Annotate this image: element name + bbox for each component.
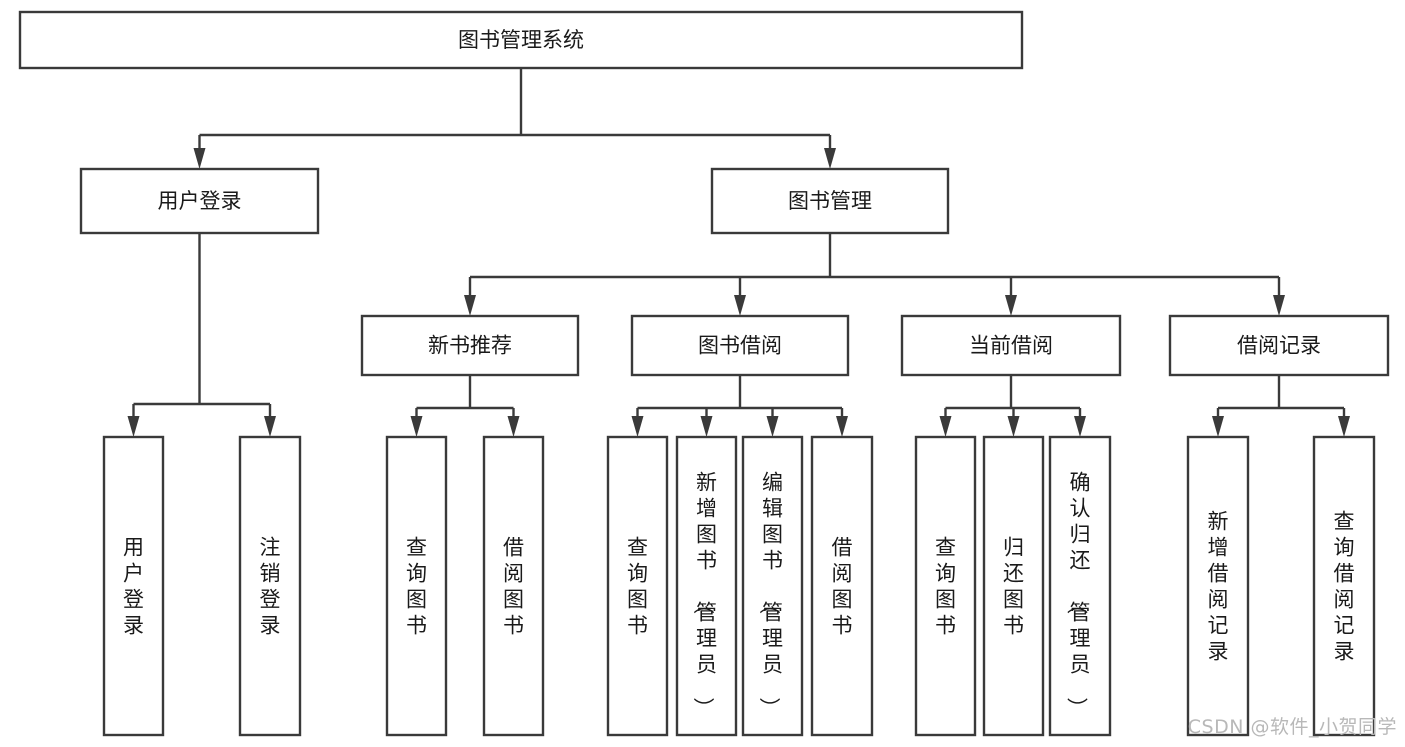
arrow-head-icon — [464, 295, 476, 316]
node-leaf-5-label: 查询图书 — [627, 535, 648, 637]
arrow-head-icon — [631, 416, 644, 437]
node-level2-4-label: 借阅记录 — [1237, 334, 1321, 358]
node-leaf-8-label: 借阅图书 — [832, 535, 853, 637]
node-level1-2-label: 图书管理 — [788, 189, 872, 213]
arrow-head-icon — [1273, 295, 1285, 316]
node-leaf-1-label: 用户登录 — [123, 535, 144, 637]
node-root-label: 图书管理系统 — [458, 28, 584, 52]
node-level1-1-label: 用户登录 — [158, 189, 242, 213]
node-leaf-7-label: 编辑图书（管理员） — [757, 470, 783, 718]
node-leaf-11[interactable] — [1048, 435, 1112, 737]
node-root[interactable] — [18, 10, 1024, 70]
node-leaf-10[interactable] — [982, 435, 1045, 737]
arrow-head-icon — [1074, 416, 1086, 437]
node-leaf-4-label: 借阅图书 — [503, 535, 524, 637]
node-leaf-13-label: 查询借阅记录 — [1334, 509, 1355, 663]
node-leaf-12[interactable] — [1186, 435, 1250, 737]
node-level2-1-label: 新书推荐 — [428, 334, 512, 358]
arrow-head-icon — [734, 295, 746, 316]
node-leaf-9[interactable] — [914, 435, 977, 737]
arrow-head-icon — [1338, 416, 1350, 437]
node-leaf-12-label: 新增借阅记录 — [1208, 509, 1229, 663]
node-leaf-9-label: 查询图书 — [935, 535, 956, 637]
node-leaf-6-label: 新增图书（管理员） — [691, 470, 717, 718]
node-level2-4[interactable] — [1168, 314, 1390, 377]
arrow-head-icon — [127, 416, 140, 437]
node-leaf-2[interactable] — [238, 435, 302, 737]
node-level2-1[interactable] — [360, 314, 580, 377]
node-leaf-5[interactable] — [606, 435, 669, 737]
arrow-head-icon — [939, 416, 952, 437]
node-leaf-7[interactable] — [741, 435, 804, 737]
node-leaf-4[interactable] — [482, 435, 545, 737]
node-level2-2[interactable] — [630, 314, 850, 377]
arrow-head-icon — [1007, 416, 1020, 437]
arrow-head-icon — [1212, 416, 1224, 437]
node-level2-3[interactable] — [900, 314, 1122, 377]
arrow-head-icon — [700, 416, 713, 437]
arrow-head-icon — [410, 416, 423, 437]
node-leaf-10-label: 归还图书 — [1003, 535, 1024, 637]
node-leaf-3-label: 查询图书 — [406, 535, 427, 637]
node-level1-2[interactable] — [710, 167, 950, 235]
arrow-head-icon — [1005, 295, 1017, 316]
arrow-head-icon — [766, 416, 779, 437]
node-level2-2-label: 图书借阅 — [698, 334, 782, 358]
arrow-head-icon — [507, 416, 520, 437]
node-leaf-2-label: 注销登录 — [260, 535, 281, 637]
arrow-head-icon — [193, 148, 206, 169]
node-leaf-11-label: 确认归还（管理员） — [1065, 470, 1091, 718]
node-level1-1[interactable] — [79, 167, 320, 235]
node-leaf-13[interactable] — [1312, 435, 1376, 737]
node-leaf-3[interactable] — [385, 435, 448, 737]
arrow-head-icon — [264, 416, 276, 437]
node-leaf-1[interactable] — [102, 435, 165, 737]
node-level2-3-label: 当前借阅 — [969, 334, 1053, 358]
node-leaf-8[interactable] — [810, 435, 874, 737]
arrow-head-icon — [836, 416, 848, 437]
node-leaf-6[interactable] — [675, 435, 738, 737]
arrow-head-icon — [824, 148, 836, 169]
